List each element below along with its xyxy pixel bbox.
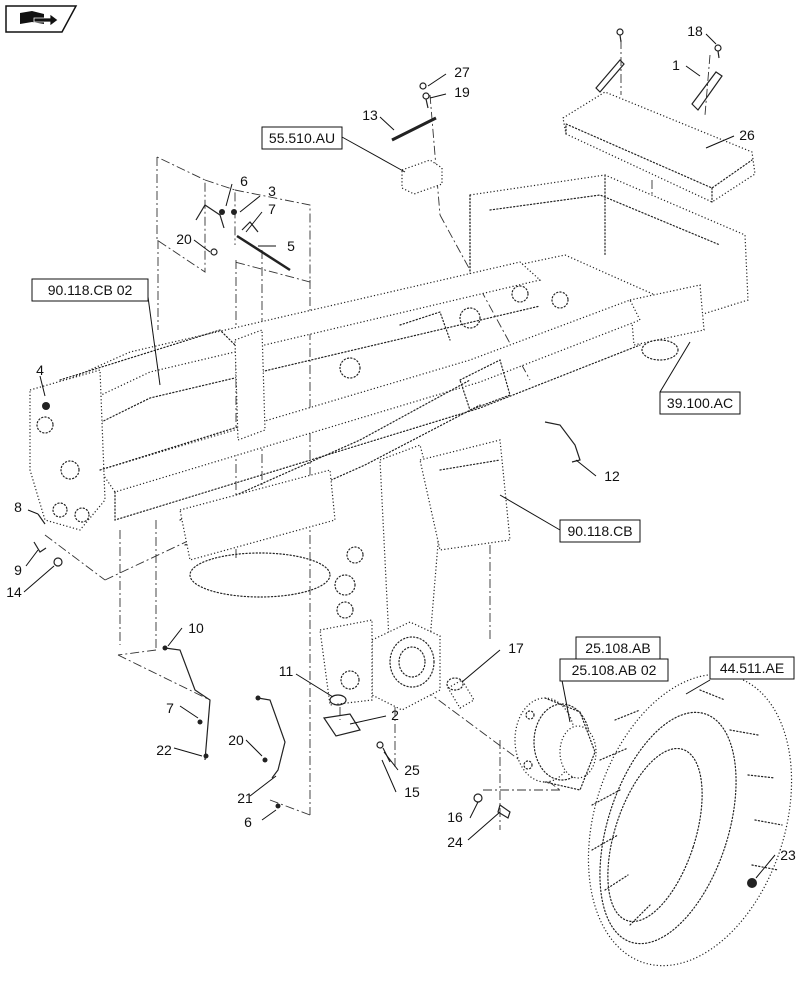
- reference-box-25-108-ab[interactable]: 25.108.AB: [575, 636, 661, 660]
- callout-6-top: 6: [240, 173, 248, 189]
- reference-box-90-118-cb[interactable]: 90.118.CB: [559, 519, 641, 543]
- wheel-hub: [514, 697, 597, 791]
- callout-7-bottom: 7: [166, 700, 174, 716]
- callout-7-top: 7: [268, 201, 276, 217]
- reference-box-90-118-cb-02[interactable]: 90.118.CB 02: [31, 278, 149, 302]
- reference-label: 90.118.CB 02: [48, 282, 133, 298]
- callout-3: 3: [268, 183, 276, 199]
- callout-24: 24: [447, 834, 463, 850]
- book-arrow-icon[interactable]: [5, 5, 78, 33]
- callout-15: 15: [404, 784, 420, 800]
- callout-14: 14: [6, 584, 22, 600]
- reference-label: 90.118.CB: [567, 523, 632, 539]
- wheel-motor-housing: [319, 619, 441, 711]
- callout-16: 16: [447, 809, 463, 825]
- callout-17: 17: [508, 640, 524, 656]
- callout-5: 5: [287, 238, 295, 254]
- reference-label: 39.100.AC: [667, 395, 733, 411]
- reference-box-25-108-ab-02[interactable]: 25.108.AB 02: [559, 658, 669, 682]
- tire: [587, 673, 793, 967]
- callout-11: 11: [279, 663, 294, 679]
- callout-18: 18: [687, 23, 703, 39]
- callout-22: 22: [156, 742, 172, 758]
- reference-label: 55.510.AU: [269, 130, 335, 146]
- callout-8: 8: [14, 499, 22, 515]
- main-frame: [29, 174, 749, 661]
- spacer: [446, 677, 475, 709]
- callout-20-bottom: 20: [228, 732, 244, 748]
- callout-19: 19: [454, 84, 470, 100]
- callout-9: 9: [14, 562, 22, 578]
- reference-box-39-100-ac[interactable]: 39.100.AC: [659, 391, 741, 415]
- reference-box-55-510-au[interactable]: 55.510.AU: [261, 126, 343, 150]
- callout-25: 25: [404, 762, 420, 778]
- hardware: [33, 204, 757, 888]
- callout-20-top: 20: [176, 231, 192, 247]
- top-cover-panel: [562, 91, 756, 203]
- reference-box-44-511-ae[interactable]: 44.511.AE: [709, 656, 795, 680]
- reference-label: 25.108.AB 02: [572, 662, 657, 678]
- callout-27: 27: [454, 64, 470, 80]
- callout-labels: 1 2 3 4 5 6 6 7 7 8 9 10 11 12 13 14 15 …: [6, 23, 796, 863]
- panel-brackets: [595, 28, 723, 111]
- callout-23: 23: [780, 847, 796, 863]
- rod-and-block: [391, 82, 443, 195]
- callout-4: 4: [36, 362, 44, 378]
- callout-6-bottom: 6: [244, 814, 252, 830]
- callout-21: 21: [237, 790, 253, 806]
- reference-label: 44.511.AE: [720, 660, 784, 676]
- callout-12: 12: [604, 468, 620, 484]
- leader-lines: [23, 33, 776, 879]
- callout-10: 10: [188, 620, 204, 636]
- callout-26: 26: [739, 127, 755, 143]
- reference-label: 25.108.AB: [585, 640, 650, 656]
- callout-13: 13: [362, 107, 378, 123]
- callout-1: 1: [672, 57, 680, 73]
- callout-2: 2: [391, 707, 399, 723]
